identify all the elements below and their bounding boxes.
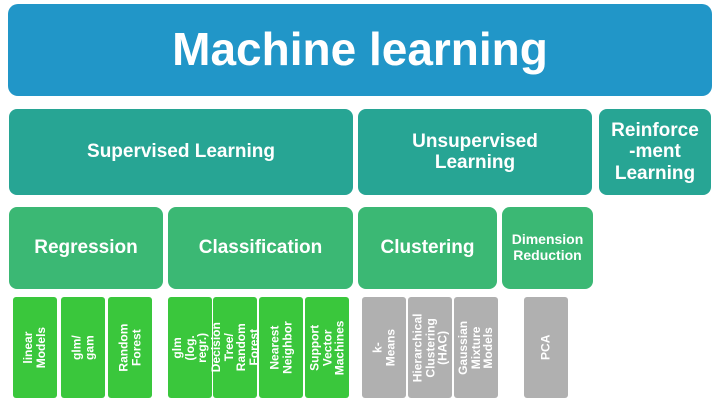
leaf-glm-gam: glm/ gam [61,297,105,398]
classification-box: Classification [168,207,353,289]
clustering-box: Clustering [358,207,497,289]
regression-box: Regression [9,207,163,289]
leaf-label: PCA [538,334,553,361]
supervised-learning-box: Supervised Learning [9,109,353,195]
leaf-pca: PCA [524,297,568,398]
machine-learning-title: Machine learning [8,4,712,96]
leaf-label: k-Means [370,328,397,367]
leaf-label: glm (log.regr.) [170,332,210,363]
leaf-glm-log-regr: glm (log.regr.) [168,297,212,398]
leaf-label: glm/ gam [69,335,96,360]
leaf-k-means: k-Means [362,297,406,398]
